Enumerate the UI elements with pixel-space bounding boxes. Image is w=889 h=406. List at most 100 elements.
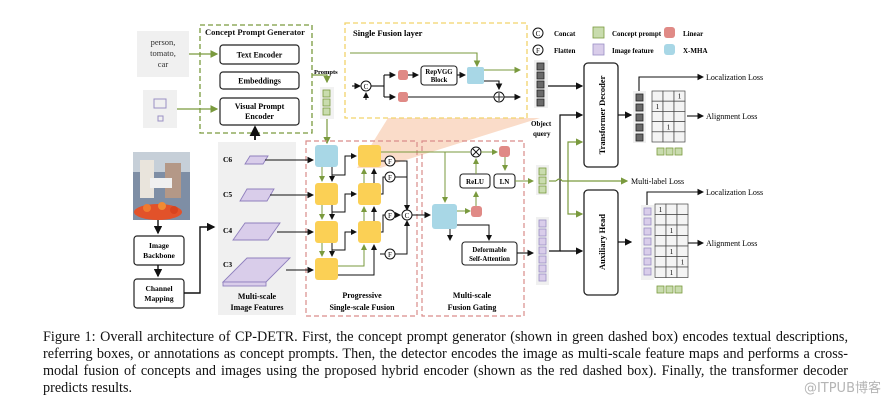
svg-text:Single-scale Fusion: Single-scale Fusion — [329, 303, 395, 312]
figure-caption: Figure 1: Overall architecture of CP-DET… — [43, 329, 848, 396]
fusion-block — [358, 183, 381, 205]
concat-legend-icon — [532, 27, 544, 39]
object-query-token — [536, 89, 545, 98]
text-encoder-label: Text Encoder — [237, 51, 283, 60]
decoder-output-tokens — [635, 93, 644, 142]
box-prompt-icon — [153, 98, 167, 109]
matrix-cell — [665, 203, 678, 215]
matrix-value: 1 — [659, 206, 663, 214]
svg-text:Multi-scale: Multi-scale — [238, 292, 277, 301]
object-query-token — [536, 71, 545, 80]
concept-tokens-bottom — [656, 285, 683, 294]
matrix-cell — [654, 256, 667, 268]
image-feature-tokens — [538, 219, 547, 282]
level-c4: C4 — [223, 226, 232, 235]
matrix-cell — [673, 131, 686, 143]
image-feature-token — [538, 264, 547, 273]
svg-text:Mapping: Mapping — [144, 294, 173, 303]
relu-block — [459, 173, 491, 189]
matrix-cell — [676, 214, 689, 226]
prompts-label: Prompts — [314, 69, 338, 76]
input-text-line: car — [158, 59, 169, 69]
localization-loss-top: Localization Loss — [706, 73, 763, 82]
cpg-title: Concept Prompt Generator — [205, 27, 305, 37]
legend: C Concat F Flatten Concept prompt Image … — [532, 26, 708, 56]
hybrid-encoder-box — [421, 140, 525, 317]
linear-block — [398, 92, 408, 102]
svg-text:C: C — [364, 83, 369, 91]
object-query-token — [536, 98, 545, 107]
multi-scale-features: C6 C5 C4 C3 Multi-scale Image Features — [218, 142, 296, 315]
text-encoder-block — [219, 44, 300, 65]
image-feature-token — [538, 219, 547, 228]
concept-token — [674, 285, 683, 294]
decoder-output-token — [635, 103, 644, 112]
matrix-value: 1 — [670, 227, 674, 235]
hybrid-encoder-box — [305, 140, 418, 317]
fusion-block — [315, 183, 338, 205]
matrix-value: 1 — [678, 93, 682, 101]
matrix-cell — [651, 90, 664, 102]
image-backbone-block — [133, 235, 185, 266]
box-prompt-icon — [157, 115, 164, 122]
concept-prompt-generator: Concept Prompt Generator Text Encoder Em… — [199, 24, 313, 134]
linear-block — [471, 206, 482, 217]
svg-text:Block: Block — [431, 77, 448, 84]
object-query-label: query — [533, 130, 551, 138]
image-feature-token — [538, 228, 547, 237]
x-mha-block — [432, 204, 457, 229]
concept-token — [665, 147, 674, 156]
image-feature-swatch — [592, 43, 605, 56]
svg-text:Backbone: Backbone — [143, 251, 175, 260]
concept-prompt-tokens — [538, 167, 547, 194]
matrix-cell — [676, 266, 689, 278]
matrix-cell — [662, 90, 675, 102]
matrix-cell — [654, 214, 667, 226]
matrix-cell — [673, 121, 686, 133]
watermark: @ITPUB博客 — [803, 381, 881, 396]
matrix-cell — [676, 235, 689, 247]
matrix-value: 1 — [667, 123, 671, 131]
svg-text:F: F — [388, 251, 392, 259]
matrix-cell — [662, 131, 675, 143]
visual-prompt-encoder-label: Encoder — [245, 112, 274, 121]
svg-text:C: C — [405, 212, 410, 220]
matrix-cell — [654, 235, 667, 247]
image-feature-token — [538, 255, 547, 264]
aux-output-token — [643, 207, 652, 216]
svg-text:Transformer Decoder: Transformer Decoder — [597, 75, 607, 154]
matrix-cell — [673, 111, 686, 122]
matrix-cell — [676, 224, 689, 236]
matrix-value: 1 — [670, 269, 674, 277]
concept-token — [665, 285, 674, 294]
linear-swatch — [664, 27, 675, 38]
prompt-tokens — [322, 89, 331, 116]
localization-loss-bottom: Localization Loss — [706, 188, 763, 197]
matrix-cell — [651, 121, 664, 133]
aux-output-token — [643, 237, 652, 246]
single-fusion-layer: Single Fusion layer C RepVGG Block — [344, 22, 528, 119]
object-query-token — [536, 80, 545, 89]
alignment-loss-bottom: Alignment Loss — [706, 239, 757, 248]
legend-concept-prompt: Concept prompt — [612, 30, 662, 38]
svg-text:F: F — [536, 47, 540, 55]
x-mha-swatch — [664, 44, 675, 55]
svg-text:Fusion Gating: Fusion Gating — [448, 303, 497, 312]
svg-text:ReLU: ReLU — [466, 178, 484, 186]
level-c6: C6 — [223, 155, 232, 164]
matrix-value: 1 — [656, 103, 660, 111]
matrix-cell — [662, 111, 675, 122]
matrix-cell — [673, 100, 686, 112]
image-feature-token — [538, 237, 547, 246]
svg-text:LN: LN — [500, 178, 510, 186]
aux-output-token — [643, 267, 652, 276]
fusion-block — [315, 258, 338, 280]
matrix-cell — [665, 235, 678, 247]
linear-block — [398, 70, 408, 80]
embeddings-label: Embeddings — [238, 77, 281, 86]
decoder-output-token — [635, 133, 644, 142]
matrix-cell — [654, 224, 667, 236]
svg-text:F: F — [388, 212, 392, 220]
concept-prompt-swatch — [592, 26, 605, 39]
